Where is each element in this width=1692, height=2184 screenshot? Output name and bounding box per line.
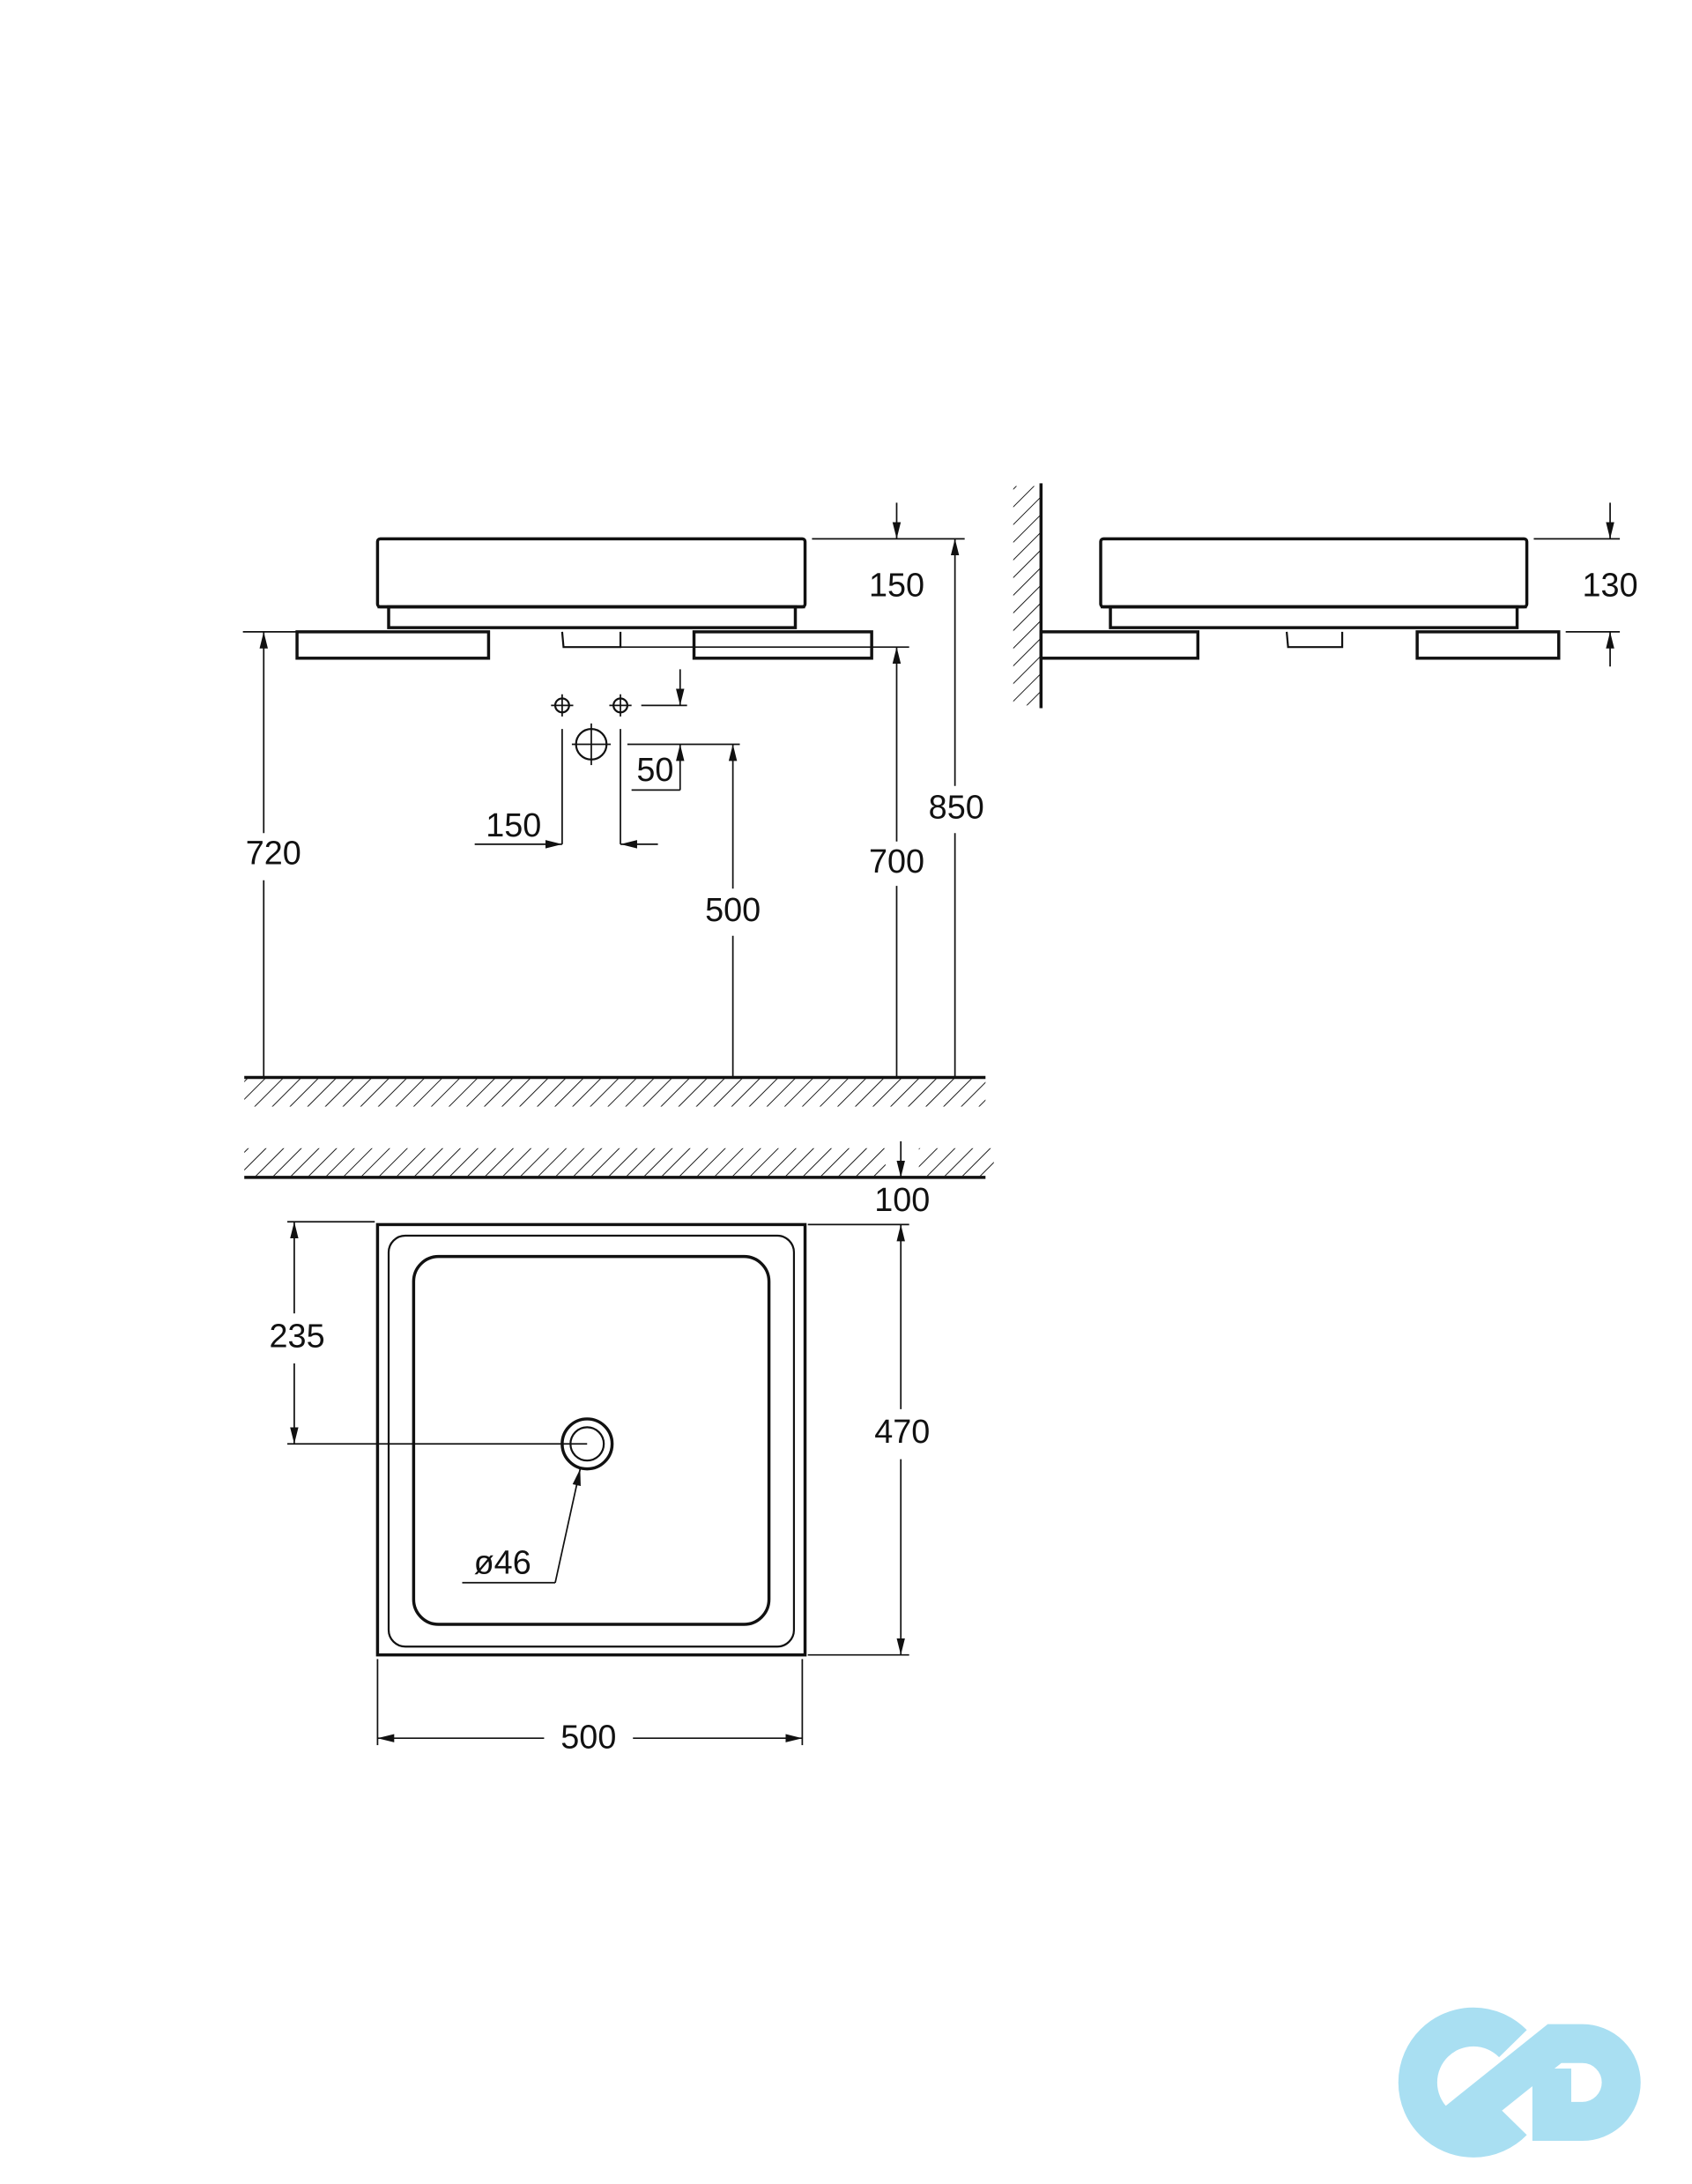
dim-waste-height: 500	[705, 892, 761, 929]
watermark-logo	[1398, 2007, 1641, 2158]
side-view: 130	[1013, 483, 1638, 709]
side-basin-body	[1099, 537, 1529, 609]
logo-d-shape	[1445, 2024, 1641, 2141]
countertop-right	[692, 630, 873, 660]
floor-hatch	[244, 1079, 986, 1107]
side-wall-hatch	[1013, 486, 1042, 706]
dim-tap-offset: 50	[636, 752, 673, 789]
dim-width: 500	[560, 1720, 616, 1757]
side-countertop-left	[1039, 630, 1200, 660]
basin-rim	[387, 1234, 796, 1648]
wall-hatch	[244, 1148, 886, 1177]
basin-body	[375, 537, 807, 609]
tap-holes	[551, 694, 632, 766]
dim-side-basin-height: 130	[1583, 567, 1638, 604]
top-view: 100 235 470 500 ø46	[244, 1140, 994, 1757]
side-basin-base	[1109, 605, 1519, 629]
dim-depth: 470	[874, 1414, 930, 1451]
wall-hatch	[918, 1148, 994, 1177]
side-drain-outlet	[1285, 631, 1344, 649]
countertop-left	[295, 630, 491, 660]
dim-drain-offset: 235	[270, 1319, 325, 1356]
basin-outline	[375, 1222, 807, 1657]
dim-drain-height: 700	[869, 843, 924, 880]
dim-overall-height: 850	[929, 789, 984, 826]
basin-bowl	[412, 1254, 771, 1626]
dim-basin-height: 150	[869, 567, 924, 604]
basin-base	[387, 605, 798, 629]
dim-tap-spacing: 150	[486, 807, 541, 844]
dim-drain-diameter: ø46	[474, 1544, 531, 1581]
dim-wall-distance: 100	[874, 1182, 930, 1219]
drain-outlet	[560, 631, 622, 649]
front-view: 150 700 850 720 50 150 500	[242, 502, 986, 1107]
dim-counter-height: 720	[246, 835, 301, 872]
side-countertop-right	[1415, 630, 1561, 660]
leader-arrow	[554, 1468, 582, 1583]
logo-c-shape	[1398, 2007, 1527, 2158]
